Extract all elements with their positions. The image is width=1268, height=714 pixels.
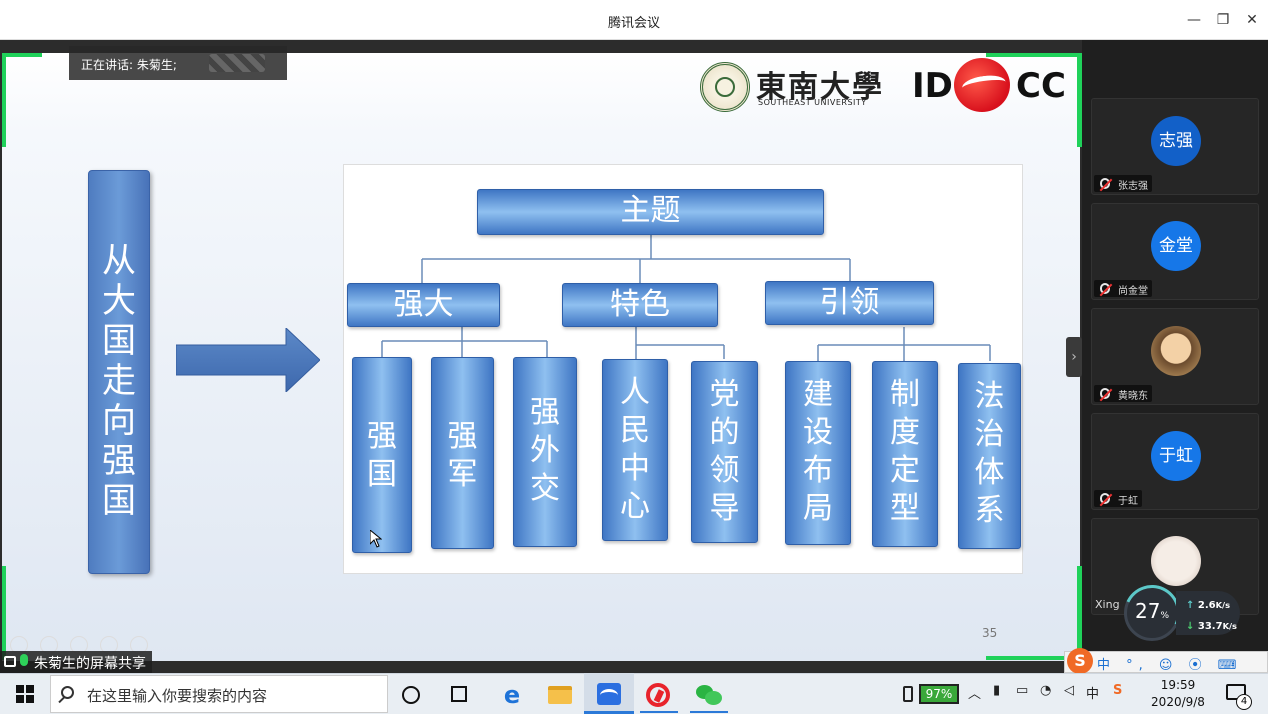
university-name-en: SOUTHEAST UNIVERSITY: [758, 98, 867, 107]
maximize-button[interactable]: ❐: [1216, 12, 1230, 28]
participant-name: 张志强: [1094, 175, 1152, 192]
cortana-icon[interactable]: [402, 686, 420, 704]
taskbar-clock[interactable]: 19:59 2020/9/8: [1150, 677, 1206, 711]
battery-indicator[interactable]: 97%: [903, 683, 963, 705]
blurred-region: [209, 54, 265, 72]
avatar: [1151, 536, 1201, 586]
clock-time: 19:59: [1160, 678, 1196, 692]
logo-text-left: ID: [912, 66, 953, 106]
notification-center-icon[interactable]: 4: [1226, 684, 1252, 710]
wifi-icon[interactable]: ◔: [1040, 683, 1052, 698]
mic-muted-icon: [1100, 388, 1110, 399]
participant-tile[interactable]: 志强 张志强: [1091, 98, 1259, 195]
left-title-box: 从 大 国 走 向 强 国: [88, 170, 150, 574]
share-border-mark: [2, 53, 6, 147]
chart-node-leaf: 强国: [352, 357, 412, 553]
participant-name: 于虹: [1094, 490, 1142, 507]
avatar: [1151, 326, 1201, 376]
search-placeholder: 在这里输入你要搜索的内容: [87, 687, 268, 705]
file-explorer-icon[interactable]: [548, 686, 572, 704]
chart-node-branch: 强大: [347, 283, 500, 327]
logo-text-right: CC: [1016, 66, 1066, 106]
chart-node-leaf: 党的领导: [691, 361, 758, 543]
logo-ball-icon: [954, 58, 1010, 112]
chart-node-leaf: 强外交: [513, 357, 577, 547]
screen-share-icon: [4, 656, 16, 667]
avatar: 于虹: [1151, 431, 1201, 481]
participant-name: 尚金堂: [1094, 280, 1152, 297]
plug-icon: [903, 686, 913, 702]
minimize-button[interactable]: —: [1187, 12, 1201, 28]
share-border-mark: [986, 53, 1082, 57]
mic-muted-icon: [1100, 283, 1110, 294]
tray-chevron-icon[interactable]: ︿: [968, 687, 982, 702]
chart-node-root: 主题: [477, 189, 824, 235]
sogou-logo-icon[interactable]: S: [1067, 648, 1093, 674]
chart-node-leaf: 制度定型: [872, 361, 938, 547]
chart-node-leaf: 强军: [431, 357, 494, 549]
task-view-icon[interactable]: [451, 686, 467, 702]
chart-node-leaf: 人民中心: [602, 359, 668, 541]
window-title: 腾讯会议: [607, 16, 660, 31]
cpu-percent: 27%: [1134, 599, 1169, 623]
taskbar-search-box[interactable]: 在这里输入你要搜索的内容: [50, 675, 388, 713]
screen-share-label: 朱菊生的屏幕共享: [0, 651, 152, 673]
chart-node-leaf: 建设布局: [785, 361, 851, 545]
notification-count: 4: [1236, 694, 1252, 710]
share-border-mark: [1077, 53, 1082, 147]
ime-toolbar[interactable]: S 中 °, ☺ ⦿ ⌨ ♟ 👕 ▦: [1064, 648, 1268, 688]
red-app-icon[interactable]: [646, 683, 670, 707]
right-arrow-icon: [176, 328, 320, 392]
edge-browser-icon[interactable]: e: [503, 681, 521, 709]
university-name-cn: 東南大學: [756, 70, 884, 105]
network-speeds: ↑ 2.6K/s ↓ 33.7K/s: [1176, 591, 1240, 635]
mic-muted-icon: [1100, 178, 1110, 189]
mouse-cursor-icon: [370, 530, 382, 548]
usb-icon[interactable]: ▮: [993, 683, 1001, 698]
participant-tile[interactable]: 于虹 于虹: [1091, 413, 1259, 510]
close-button[interactable]: ✕: [1246, 12, 1258, 28]
participant-tile[interactable]: 金堂 尚金堂: [1091, 203, 1259, 300]
search-icon: [61, 686, 74, 699]
collapse-panel-button[interactable]: ›: [1066, 337, 1082, 377]
participant-tile[interactable]: 黄晓东: [1091, 308, 1259, 405]
wechat-icon[interactable]: [696, 685, 722, 705]
speaking-indicator: 正在讲话: 朱菊生;: [69, 46, 287, 80]
speaking-label: 正在讲话: 朱菊生;: [81, 58, 177, 72]
battery-icon[interactable]: ▭: [1016, 683, 1029, 698]
slide-page-number: 35: [982, 626, 998, 640]
title-bar: 腾讯会议 — ❐ ✕: [0, 0, 1268, 40]
download-arrow-icon: ↓: [1186, 621, 1195, 632]
ime-lang-indicator[interactable]: 中: [1086, 687, 1100, 702]
mic-icon: [20, 654, 28, 666]
share-border-mark: [2, 566, 6, 660]
university-seal-icon: [700, 62, 750, 112]
chart-node-leaf: 法治体系: [958, 363, 1021, 549]
tencent-meeting-icon[interactable]: [597, 683, 621, 705]
share-border-mark: [986, 656, 1082, 660]
avatar: 金堂: [1151, 221, 1201, 271]
share-border-mark: [1077, 566, 1082, 660]
upload-arrow-icon: ↑: [1186, 600, 1195, 611]
mic-muted-icon: [1100, 493, 1110, 504]
org-chart-image: 主题 强大 特色 引领 强国 强军 强外交 人民中心 党的领导 建设布局 制度定…: [343, 164, 1023, 574]
avatar: 志强: [1151, 116, 1201, 166]
participant-name: 黄晓东: [1094, 385, 1152, 402]
sogou-tray-icon[interactable]: S: [1113, 683, 1123, 698]
windows-start-icon[interactable]: [16, 685, 34, 703]
org-chart-connectors: [381, 235, 991, 361]
volume-icon[interactable]: ◁: [1064, 683, 1074, 698]
share-border-mark: [2, 53, 42, 57]
participant-name: Xing: [1095, 598, 1120, 611]
battery-percent: 97%: [919, 684, 959, 704]
idcc-logo: ID CC: [912, 58, 1072, 112]
network-meter[interactable]: 27% ↑ 2.6K/s ↓ 33.7K/s: [1116, 577, 1240, 649]
chart-node-branch: 引领: [765, 281, 934, 325]
chart-node-branch: 特色: [562, 283, 718, 327]
clock-date: 2020/9/8: [1151, 695, 1205, 709]
sharing-user-label: 朱菊生的屏幕共享: [34, 656, 146, 672]
